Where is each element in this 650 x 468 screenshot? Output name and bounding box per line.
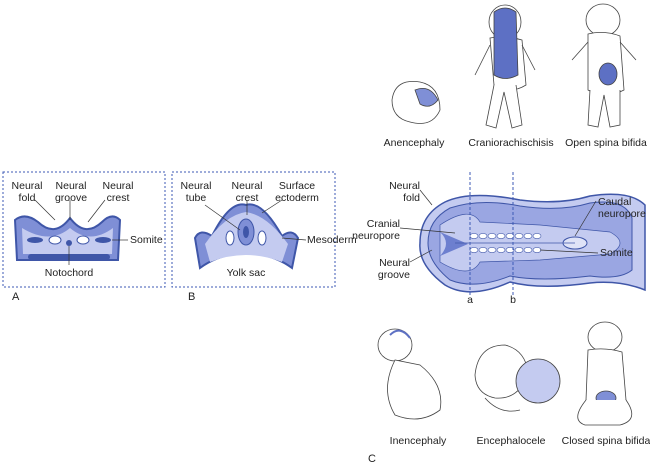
label-text: Neural tube xyxy=(180,180,212,204)
label-encephalocele: Encephalocele xyxy=(476,435,546,447)
inencephaly-illustration xyxy=(377,328,442,420)
embryo-dorsal-view xyxy=(399,172,646,295)
label-neural-crest-b: Neural crest xyxy=(232,180,263,204)
label-somite-c: Somite xyxy=(600,247,633,259)
panel-b-frame xyxy=(171,171,336,288)
label-closed-spina-bifida: Closed spina bifida xyxy=(561,435,650,447)
label-inencephaly: Inencephaly xyxy=(389,435,447,447)
label-neural-crest-a: Neural crest xyxy=(103,180,134,204)
label-open-spina-bifida: Open spina bifida xyxy=(565,137,647,149)
panel-letter-a: A xyxy=(12,291,20,303)
label-mesoderm: Mesoderm xyxy=(307,234,357,246)
closed-spina-bifida-illustration xyxy=(577,321,633,426)
anencephaly-illustration xyxy=(391,81,441,124)
label-surface-ectoderm: Surface ectoderm xyxy=(275,180,319,204)
label-neural-groove-a: Neural groove xyxy=(55,180,87,204)
label-notochord: Notochord xyxy=(44,267,94,279)
label-neural-fold-a: Neural fold xyxy=(12,180,43,204)
open-spina-bifida-illustration xyxy=(571,3,637,128)
label-text: Caudal neuropore xyxy=(598,196,646,220)
label-text: Cranial neuropore xyxy=(352,218,400,242)
label-yolk-sac: Yolk sac xyxy=(226,267,266,279)
label-caudal-neuropore: Caudal neuropore xyxy=(598,196,646,220)
label-text: Neural crest xyxy=(102,180,134,204)
label-neural-fold-c: Neural fold xyxy=(370,180,420,204)
label-anencephaly: Anencephaly xyxy=(383,137,445,149)
panel-a-neural-plate-section xyxy=(13,199,128,265)
label-somite-a: Somite xyxy=(130,234,163,246)
label-text: Neural groove xyxy=(54,180,88,204)
label-craniorachischisis: Craniorachischisis xyxy=(468,137,554,149)
label-cranial-neuropore: Cranial neuropore xyxy=(340,218,400,242)
label-text: Neural fold xyxy=(389,180,420,204)
label-text: Neural crest xyxy=(231,180,263,204)
label-section-b: b xyxy=(510,294,516,306)
craniorachischisis-illustration xyxy=(474,4,536,129)
panel-letter-c: C xyxy=(368,453,376,465)
encephalocele-illustration xyxy=(474,344,561,412)
label-section-a: a xyxy=(467,294,473,306)
label-text: Neural fold xyxy=(11,180,43,204)
label-text: Surface ectoderm xyxy=(275,180,319,204)
panel-letter-b: B xyxy=(188,291,196,303)
label-neural-tube: Neural tube xyxy=(181,180,212,204)
label-neural-groove-c: Neural groove xyxy=(360,257,410,281)
panel-a-frame xyxy=(2,171,166,288)
panel-b-neural-tube-section xyxy=(193,199,307,270)
label-text: Neural groove xyxy=(377,257,410,281)
